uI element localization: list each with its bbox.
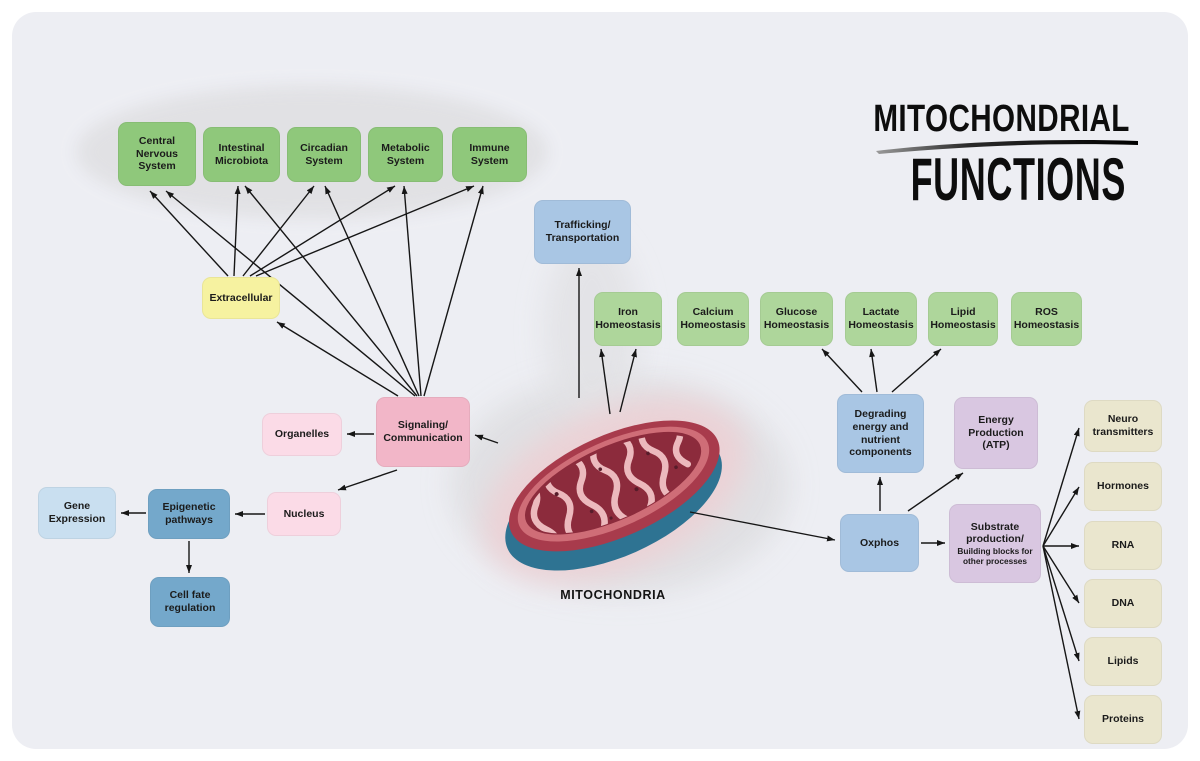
node-glucose-homeostasis: Glucose Homeostasis bbox=[760, 292, 833, 346]
node-iron-homeostasis: Iron Homeostasis bbox=[594, 292, 662, 346]
node-intestinal-microbiota: Intestinal Microbiota bbox=[203, 127, 280, 182]
node-trafficking-transportation: Trafficking/ Transportation bbox=[534, 200, 631, 264]
mitochondria-label: MITOCHONDRIA bbox=[560, 588, 666, 602]
substrate-sub-label: Building blocks for other processes bbox=[957, 546, 1033, 566]
node-neurotransmitters: Neuro transmitters bbox=[1084, 400, 1162, 452]
substrate-main-label: Substrate production/ bbox=[966, 520, 1024, 546]
node-lipids: Lipids bbox=[1084, 637, 1162, 686]
node-degrading-energy-nutrient-components: Degrading energy and nutrient components bbox=[837, 394, 924, 473]
mitochondria-backdrop-trail bbox=[544, 235, 640, 425]
node-immune-system: Immune System bbox=[452, 127, 527, 182]
node-oxphos: Oxphos bbox=[840, 514, 919, 572]
node-lactate-homeostasis: Lactate Homeostasis bbox=[845, 292, 917, 346]
node-epigenetic-pathways: Epigenetic pathways bbox=[148, 489, 230, 539]
arrows bbox=[121, 185, 1081, 720]
node-calcium-homeostasis: Calcium Homeostasis bbox=[677, 292, 749, 346]
mitochondria-illustration bbox=[483, 397, 747, 583]
node-metabolic-system: Metabolic System bbox=[368, 127, 443, 182]
node-central-nervous-system: Central Nervous System bbox=[118, 122, 196, 186]
node-rna: RNA bbox=[1084, 521, 1162, 570]
node-substrate-production: Substrate production/ Building blocks fo… bbox=[949, 504, 1041, 583]
node-ros-homeostasis: ROS Homeostasis bbox=[1011, 292, 1082, 346]
node-cell-fate-regulation: Cell fate regulation bbox=[150, 577, 230, 627]
title-underline-swoosh bbox=[876, 140, 1138, 154]
node-lipid-homeostasis: Lipid Homeostasis bbox=[928, 292, 998, 346]
node-signaling-communication: Signaling/ Communication bbox=[376, 397, 470, 467]
node-organelles: Organelles bbox=[262, 413, 342, 456]
node-extracellular: Extracellular bbox=[202, 277, 280, 319]
node-proteins: Proteins bbox=[1084, 695, 1162, 744]
node-hormones: Hormones bbox=[1084, 462, 1162, 511]
node-circadian-system: Circadian System bbox=[287, 127, 361, 182]
title-line1: MITOCHONDRIAL bbox=[873, 98, 1130, 140]
node-nucleus: Nucleus bbox=[267, 492, 341, 536]
node-gene-expression: Gene Expression bbox=[38, 487, 116, 539]
node-energy-production-atp: Energy Production (ATP) bbox=[954, 397, 1038, 469]
node-dna: DNA bbox=[1084, 579, 1162, 628]
title-line2: FUNCTIONS bbox=[910, 146, 1126, 213]
